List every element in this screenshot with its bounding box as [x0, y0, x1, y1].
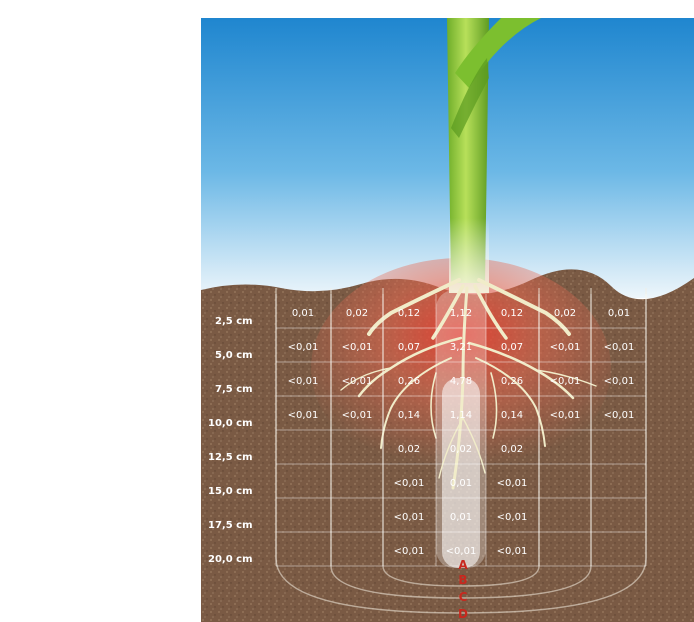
depth-label: 5,0 cm — [215, 350, 253, 361]
grid-value: 0,01 — [450, 512, 472, 523]
grid-value: 0,02 — [554, 308, 576, 319]
grid-value: <0,01 — [604, 342, 635, 353]
depth-label: 10,0 cm — [208, 418, 253, 429]
grid-value: 0,02 — [501, 444, 523, 455]
zone-label-b: B — [458, 573, 467, 587]
grid-value: 0,14 — [501, 410, 523, 421]
grid-value: <0,01 — [288, 376, 319, 387]
grid-value: <0,01 — [604, 376, 635, 387]
grid-value: <0,01 — [394, 512, 425, 523]
depth-label: 2,5 cm — [215, 316, 253, 327]
grid-value: 0,26 — [398, 376, 420, 387]
grid-value: 0,07 — [501, 342, 523, 353]
grid-value: <0,01 — [394, 478, 425, 489]
grid-value: <0,01 — [550, 410, 581, 421]
grid-value: 0,02 — [346, 308, 368, 319]
grid-value: <0,01 — [288, 342, 319, 353]
grid-value: 0,07 — [398, 342, 420, 353]
grid-value: <0,01 — [604, 410, 635, 421]
grid-value: <0,01 — [342, 410, 373, 421]
grid-value: 0,14 — [398, 410, 420, 421]
depth-label: 15,0 cm — [208, 486, 253, 497]
grid-value: <0,01 — [342, 342, 373, 353]
depth-label: 20,0 cm — [208, 554, 253, 565]
zone-letters: A B C D — [458, 558, 468, 621]
grid-value: 0,26 — [501, 376, 523, 387]
grid-value: 4,78 — [450, 376, 472, 387]
diagram-canvas: 2,5 cm 5,0 cm 7,5 cm 10,0 cm 12,5 cm 15,… — [201, 18, 694, 622]
grid-value: <0,01 — [394, 546, 425, 557]
grid-value: 0,12 — [398, 308, 420, 319]
grid-value: 0,12 — [501, 308, 523, 319]
root-diagram: 2,5 cm 5,0 cm 7,5 cm 10,0 cm 12,5 cm 15,… — [201, 18, 694, 622]
grid-value: 1,14 — [450, 410, 472, 421]
grid-value: <0,01 — [550, 376, 581, 387]
grid-value: 1,12 — [450, 308, 472, 319]
grid-value: <0,01 — [497, 478, 528, 489]
depth-label: 7,5 cm — [215, 384, 253, 395]
grid-value: 0,01 — [292, 308, 314, 319]
grid-value: 0,01 — [450, 478, 472, 489]
grid-value: <0,01 — [288, 410, 319, 421]
grid-value: <0,01 — [497, 546, 528, 557]
grid-value: <0,01 — [342, 376, 373, 387]
depth-label: 12,5 cm — [208, 452, 253, 463]
grid-value: <0,01 — [446, 546, 477, 557]
grid-value: 3,21 — [450, 342, 472, 353]
sky — [201, 18, 694, 298]
grid-value: <0,01 — [497, 512, 528, 523]
grid-value: <0,01 — [550, 342, 581, 353]
zone-label-d: D — [458, 607, 468, 621]
zone-label-c: C — [459, 590, 468, 604]
depth-label: 17,5 cm — [208, 520, 253, 531]
grid-value: 0,01 — [608, 308, 630, 319]
zone-label-a: A — [458, 558, 468, 572]
grid-value: 0,02 — [450, 444, 472, 455]
grid-value: 0,02 — [398, 444, 420, 455]
